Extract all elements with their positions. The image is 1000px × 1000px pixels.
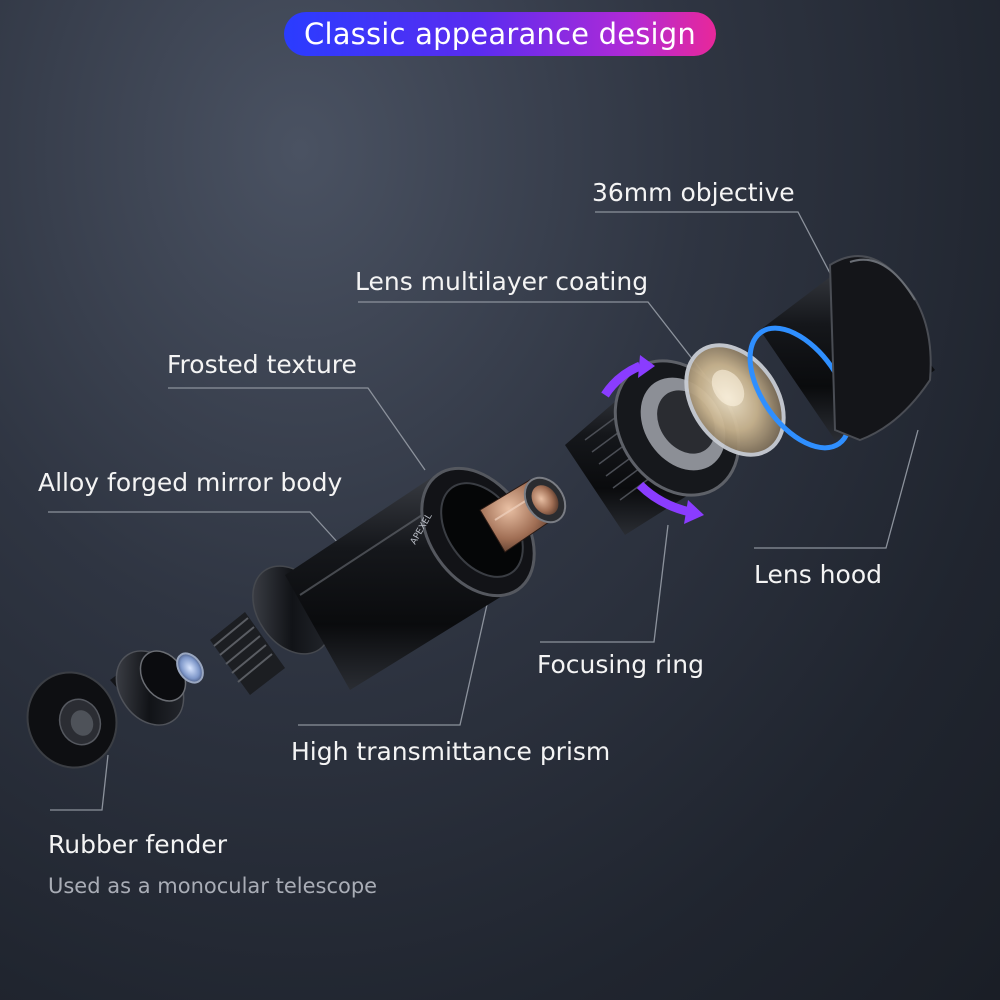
callout-lens-hood: Lens hood [754,560,882,589]
callout-rubber-fender: Rubber fender [48,830,227,859]
page-title: Classic appearance design [284,12,716,56]
usage-note: Used as a monocular telescope [48,874,378,898]
callout-prism: High transmittance prism [291,737,611,766]
callout-36mm-objective: 36mm objective [592,178,795,207]
callout-frosted-texture: Frosted texture [167,350,357,379]
callout-lens-multilayer-coating: Lens multilayer coating [355,267,649,296]
lens-hood-part [747,255,935,451]
callout-focusing-ring: Focusing ring [537,650,704,679]
rubber-fender-part [26,671,118,769]
eyepiece-cup-part [110,650,187,726]
callout-alloy-body: Alloy forged mirror body [38,468,343,497]
main-body-part: APEXEL [210,466,567,695]
eyepiece-lens-part [176,652,204,684]
coated-lens-part [684,343,786,457]
